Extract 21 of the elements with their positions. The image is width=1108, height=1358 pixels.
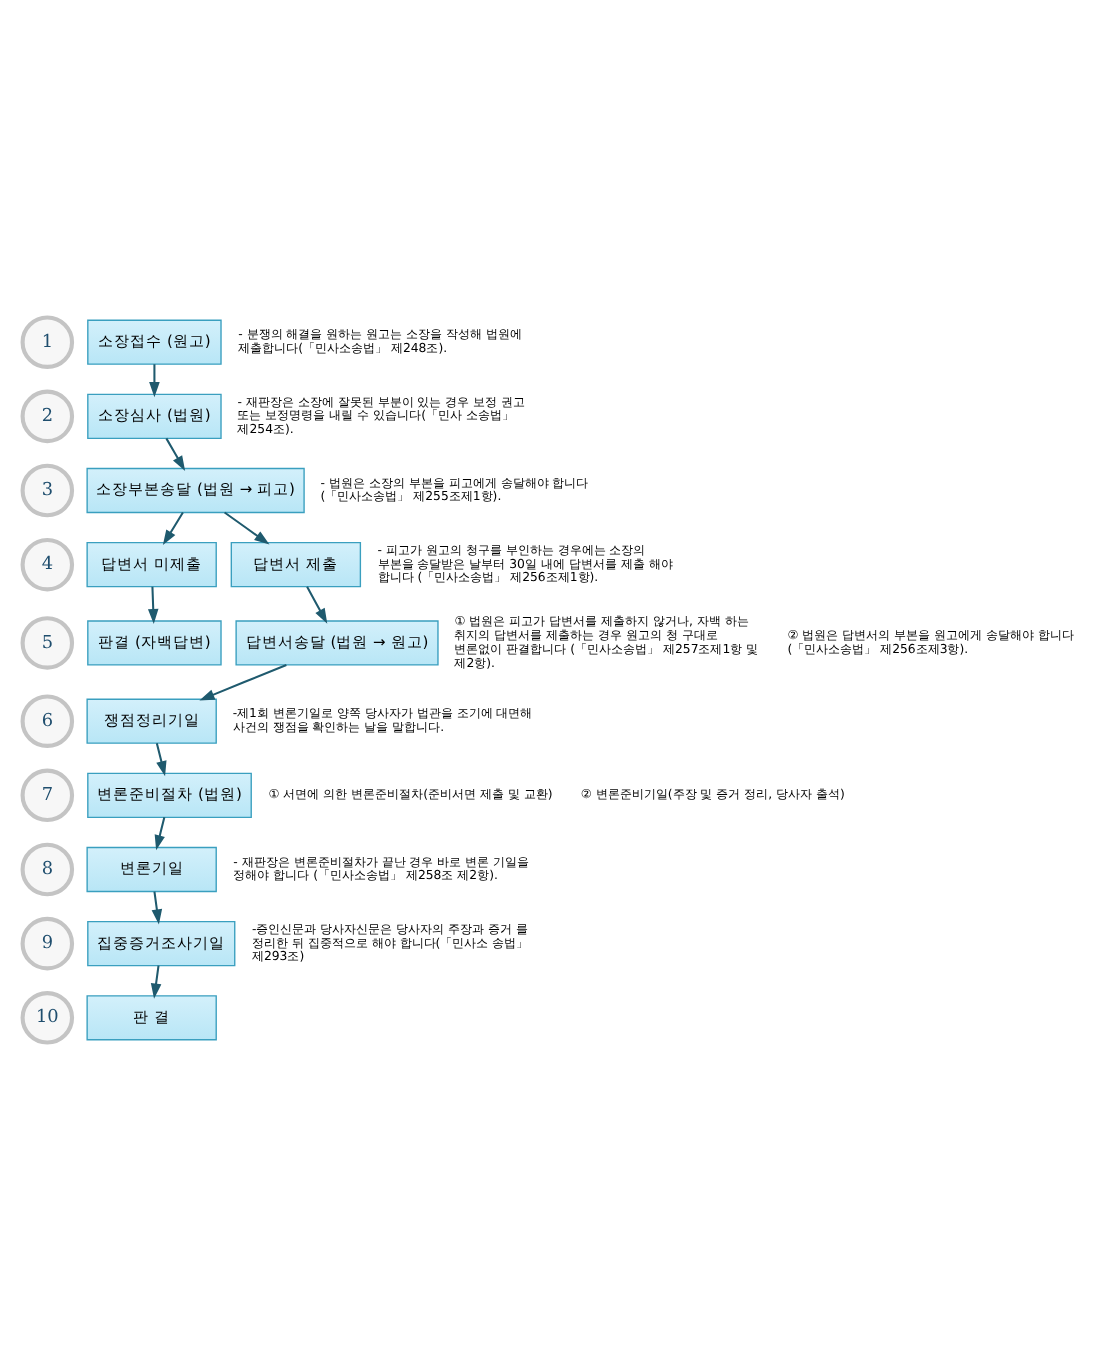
node-circle: 7 <box>20 767 75 822</box>
arrow <box>199 663 287 700</box>
arrow <box>162 511 184 545</box>
arrow <box>151 890 163 924</box>
node-circle: 2 <box>20 388 75 443</box>
arrow <box>149 363 160 397</box>
arrow <box>154 816 166 850</box>
node-circle: 10 <box>20 990 75 1044</box>
arrow <box>306 585 328 623</box>
arrow <box>147 585 159 624</box>
node-circle: 4 <box>20 536 75 591</box>
arrow <box>155 741 167 776</box>
node-circle: 9 <box>20 915 75 970</box>
node-circle: 8 <box>20 841 75 896</box>
node-circle: 6 <box>20 693 75 747</box>
node-circle: 5 <box>20 615 75 669</box>
node-circle: 1 <box>20 314 75 368</box>
arrow <box>224 510 270 544</box>
node-circle: 3 <box>20 462 75 517</box>
arrow <box>165 436 186 470</box>
arrow <box>150 964 162 998</box>
